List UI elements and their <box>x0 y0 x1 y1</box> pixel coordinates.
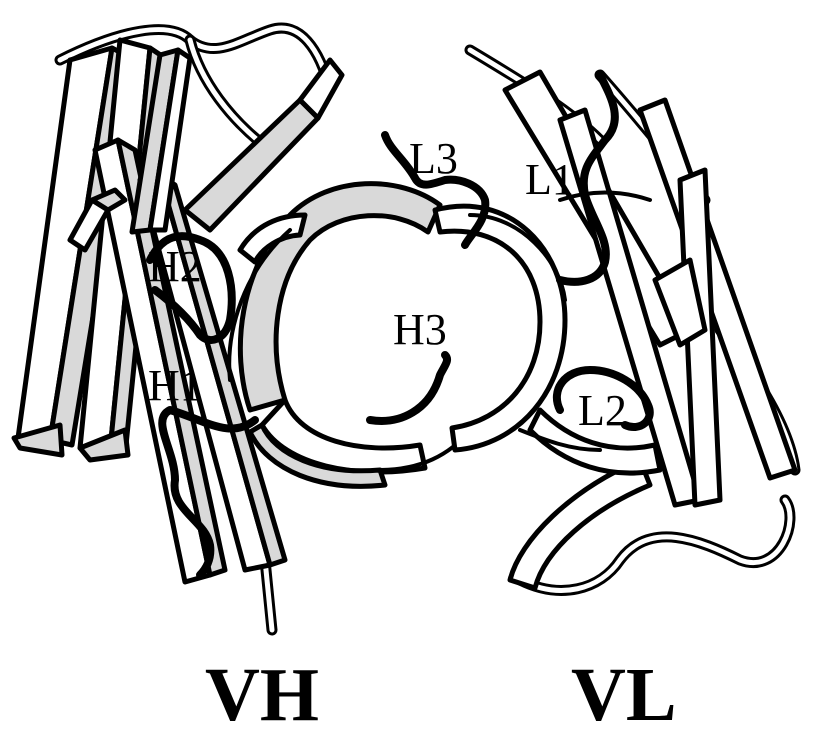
cdr-l3-label: L3 <box>409 134 458 183</box>
cdr-h3-loop <box>370 355 447 421</box>
cdr-l1-label: L1 <box>525 155 574 204</box>
cdr-h1-label: H1 <box>148 361 202 410</box>
vh-domain-label: VH <box>205 653 319 729</box>
cdr-h3-label: H3 <box>393 305 447 354</box>
cdr-l2-label: L2 <box>578 386 627 435</box>
vl-domain-label: VL <box>571 653 677 729</box>
cdr-h2-label: H2 <box>148 242 202 291</box>
